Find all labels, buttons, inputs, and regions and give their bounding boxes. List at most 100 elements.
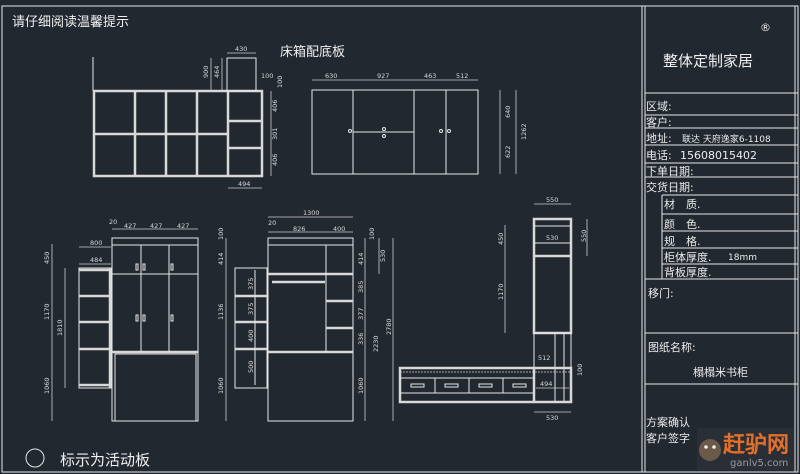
dim-label: 512 — [538, 354, 550, 362]
dim-label: 1136 — [217, 303, 225, 320]
dim-label: 450 — [497, 233, 505, 245]
drawing-name-label: 图纸名称: — [648, 340, 696, 354]
body-thickness-value: 18mm — [728, 253, 757, 263]
dim-label: 1060 — [217, 377, 225, 394]
dim-label: 800 — [90, 239, 102, 247]
material-label: 材 质. — [664, 197, 701, 211]
dim-label: 400 — [247, 330, 255, 342]
drawer-handle — [512, 383, 527, 388]
dim-label: 427 — [124, 222, 136, 230]
bed-box-elevation: 床箱配底板 430 900 464 100 100 406 301 406 49… — [92, 44, 345, 189]
dim-label: 494 — [238, 180, 250, 188]
wardrobe-section-elevation: 1300 20 826 400 100 414 1136 1060 375 37… — [217, 209, 394, 422]
dim-label: 1060 — [43, 377, 51, 394]
dim-label: 2780 — [385, 318, 393, 335]
client-label: 客户: — [646, 115, 672, 129]
dim-label: 406 — [271, 100, 279, 112]
bookcase-side-elevation: 550 530 550 450 1170 530 494 512 100 — [398, 196, 588, 422]
dim-label: 301 — [271, 128, 279, 140]
phone-value: 15608015402 — [680, 149, 757, 162]
movable-board-marker — [382, 134, 386, 138]
drawer-handle — [444, 383, 459, 388]
dim-label: 550 — [546, 196, 558, 204]
dim-label: 375 — [247, 278, 255, 290]
bed-base-plan: 630 927 463 512 640 622 1262 — [311, 72, 528, 175]
movable-board-marker — [382, 127, 386, 131]
spec-label: 规 格. — [664, 234, 701, 248]
dim-label: 1060 — [357, 377, 365, 394]
dim-label: 1262 — [520, 123, 528, 140]
movable-board-marker — [348, 129, 352, 133]
color-label: 颜 色. — [664, 217, 701, 231]
dim-label: 100 — [261, 72, 273, 80]
title-block: ® 整体定制家居 区域: 客户: 地址: 联达 天府逸家6-1108 电话: 1… — [641, 6, 798, 472]
body-thickness-label: 柜体厚度. — [664, 250, 712, 264]
dim-label: 100 — [576, 364, 584, 376]
movable-board-legend-icon — [25, 448, 45, 468]
dim-label: 336 — [357, 333, 365, 345]
dim-label: 530 — [379, 250, 387, 262]
signature-label: 客户签字 — [646, 431, 690, 445]
dim-label: 826 — [293, 225, 305, 233]
dim-label: 530 — [546, 414, 558, 422]
delivery-date-label: 交货日期: — [646, 180, 694, 194]
dim-label: 630 — [325, 72, 337, 80]
sheet-frame — [1, 5, 799, 473]
address-label: 地址: — [646, 131, 672, 145]
phone-label: 电话: — [646, 149, 672, 162]
dim-label: 385 — [357, 281, 365, 293]
order-date-label: 下单日期: — [646, 165, 694, 178]
dim-label: 100 — [368, 228, 376, 240]
dim-label: 1300 — [303, 209, 320, 217]
address-value: 联达 天府逸家6-1108 — [682, 133, 771, 145]
dim-label: 494 — [540, 380, 552, 388]
watermark: 赶驴网 ganlv5.com — [697, 428, 794, 470]
notice-text[interactable]: 请仔细阅读温馨提示 — [12, 14, 129, 30]
dim-label: 622 — [504, 146, 512, 158]
company-name: 整体定制家居 — [663, 52, 753, 70]
dim-label: 484 — [90, 256, 102, 264]
drawer-handle — [410, 383, 425, 388]
wardrobe-front-elevation: 20 427 427 427 800 484 450 1170 1060 181… — [43, 218, 199, 422]
watermark-logo-text: 赶驴网 — [722, 432, 789, 458]
dim-label: 530 — [546, 234, 558, 242]
dim-label: 20 — [268, 219, 276, 227]
bed-box-title: 床箱配底板 — [280, 44, 345, 60]
dim-label: 2230 — [372, 335, 380, 352]
dim-label: 927 — [377, 72, 389, 80]
legend-text: 标示为活动板 — [60, 451, 150, 469]
region-label: 区域: — [646, 100, 672, 113]
dim-label: 100 — [276, 76, 284, 88]
back-thickness-label: 背板厚度. — [664, 265, 712, 279]
registered-mark: ® — [760, 21, 771, 34]
dim-label: 512 — [456, 72, 468, 80]
sliding-door-label: 移门: — [648, 286, 674, 300]
dim-label: 430 — [235, 45, 247, 53]
dim-label: 375 — [247, 303, 255, 315]
dim-label: 427 — [177, 222, 189, 230]
dim-label: 464 — [213, 66, 221, 78]
dim-label: 427 — [150, 222, 162, 230]
dim-label: 1810 — [56, 319, 64, 336]
dim-label: 406 — [271, 154, 279, 166]
donkey-logo-icon — [699, 439, 721, 461]
dim-label: 900 — [202, 66, 210, 78]
confirm-label: 方案确认 — [646, 415, 690, 429]
drawing-name-value: 榻榻米书柜 — [693, 365, 748, 379]
dim-label: 1170 — [43, 303, 51, 320]
dim-label: 1170 — [497, 283, 505, 300]
dim-label: 450 — [43, 252, 51, 264]
dim-label: 414 — [217, 253, 225, 265]
dim-label: 550 — [580, 230, 588, 242]
dim-label: 100 — [217, 228, 225, 240]
dim-label: 500 — [247, 361, 255, 373]
movable-board-marker — [447, 129, 451, 133]
watermark-url: ganlv5.com — [730, 458, 788, 469]
dim-label: 414 — [357, 253, 365, 265]
dim-label: 463 — [424, 72, 436, 80]
dim-label: 400 — [333, 225, 345, 233]
movable-board-marker — [439, 129, 443, 133]
dim-label: 640 — [504, 106, 512, 118]
